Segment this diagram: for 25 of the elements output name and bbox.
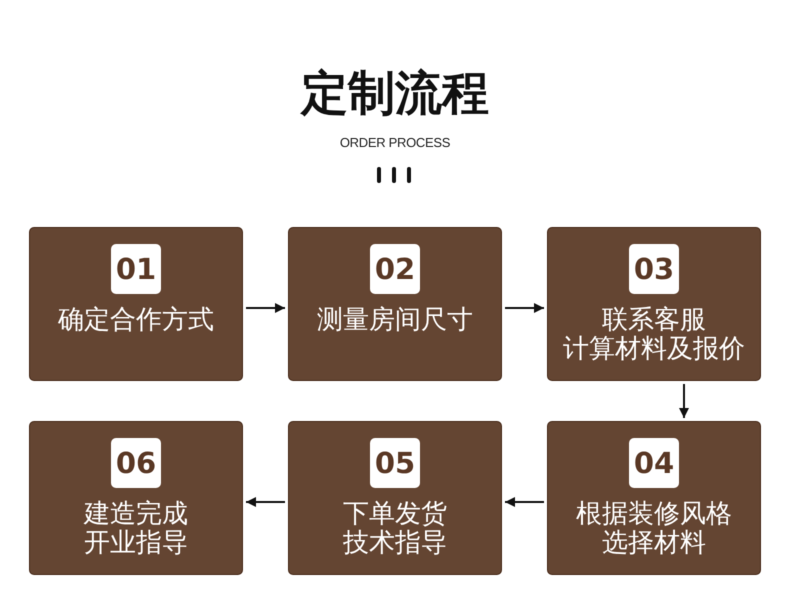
subtitle: ORDER PROCESS <box>340 134 450 152</box>
step-card <box>547 227 761 381</box>
arrow <box>246 303 285 313</box>
step-label: 建造完成开业指导 <box>84 500 188 558</box>
title: 定制流程 <box>301 65 489 123</box>
step-number: 02 <box>370 244 420 294</box>
step-card <box>288 421 502 575</box>
step-card <box>288 227 502 381</box>
step-label: 测量房间尺寸 <box>317 306 473 335</box>
step-card <box>547 421 761 575</box>
step-label: 确定合作方式 <box>58 306 214 335</box>
step-card <box>29 227 243 381</box>
step-number: 03 <box>629 244 679 294</box>
arrow <box>505 497 544 507</box>
step-label: 下单发货技术指导 <box>343 500 447 558</box>
step-number: 01 <box>111 244 161 294</box>
step-label: 联系客服计算材料及报价 <box>563 306 745 364</box>
arrow <box>246 497 285 507</box>
step-number: 04 <box>629 438 679 488</box>
step-label: 根据装修风格选择材料 <box>576 500 732 558</box>
step-number: 06 <box>111 438 161 488</box>
step-number: 05 <box>370 438 420 488</box>
step-card <box>29 421 243 575</box>
arrow <box>505 303 544 313</box>
arrow <box>679 384 689 418</box>
